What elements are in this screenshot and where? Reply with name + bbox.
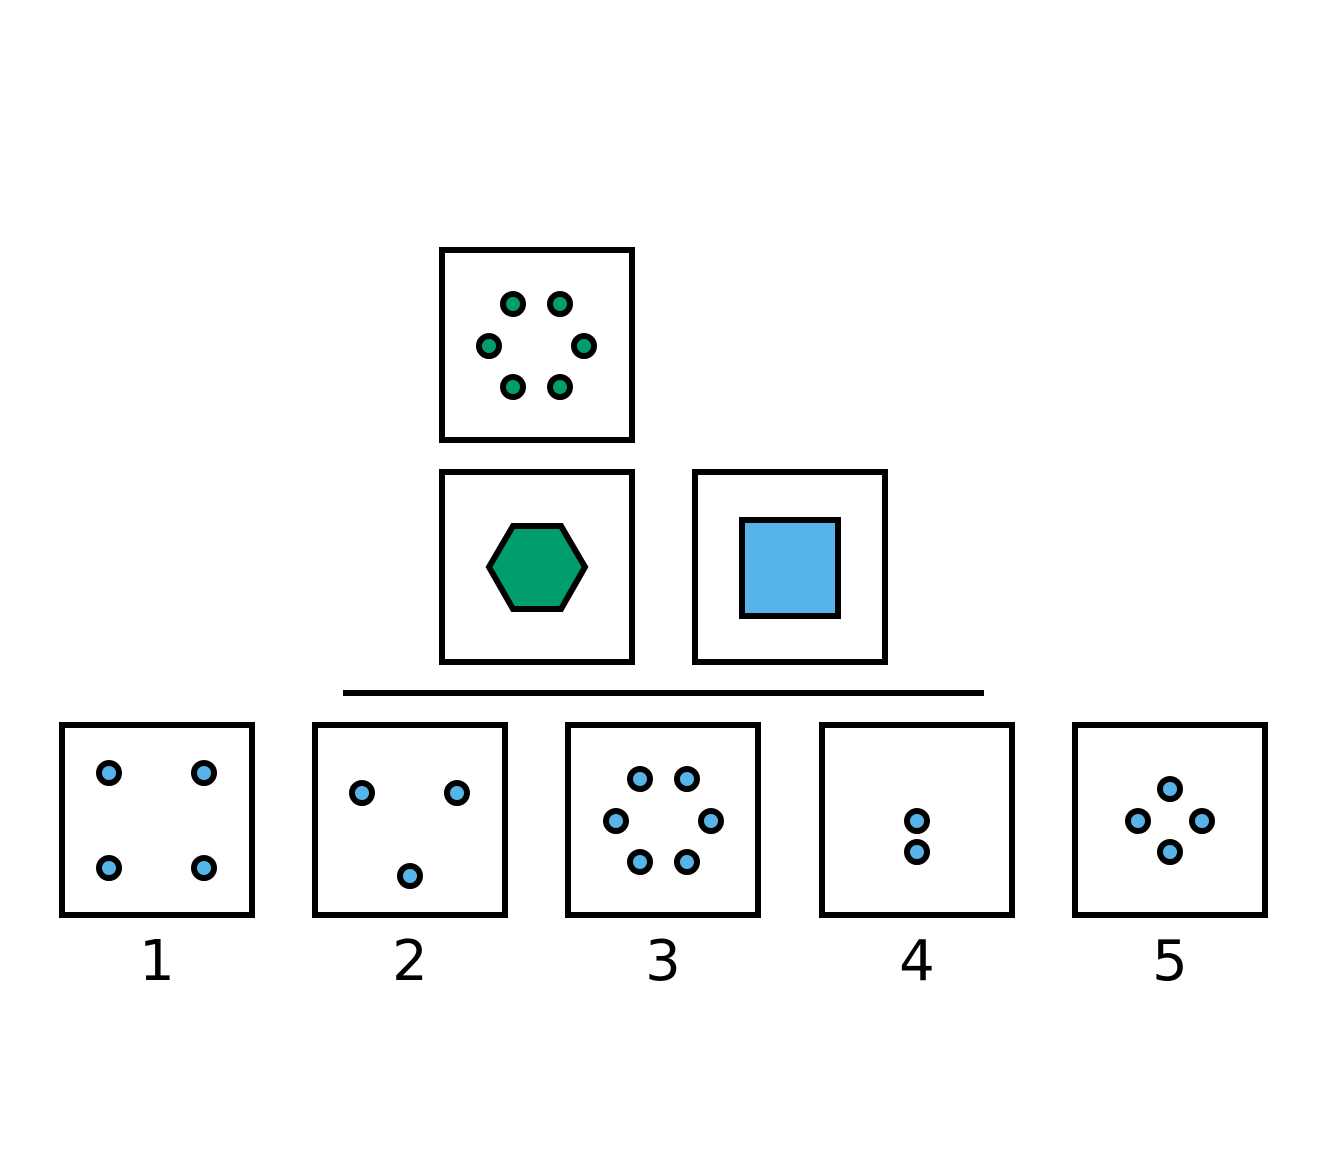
blue-square-shape (739, 517, 841, 619)
blue-dot (1157, 776, 1183, 802)
option-4-dots (904, 808, 930, 865)
option-1-box[interactable] (59, 722, 255, 918)
option-2-box[interactable] (312, 722, 508, 918)
green-dot (547, 374, 573, 400)
option-1[interactable]: 1 (59, 722, 255, 994)
green-dot (547, 291, 573, 317)
green-dot-group (476, 291, 597, 400)
option-2-label: 2 (392, 929, 428, 994)
option-3[interactable]: 3 (565, 722, 761, 994)
blue-dot (674, 849, 700, 875)
option-3-box[interactable] (565, 722, 761, 918)
option-5[interactable]: 5 (1072, 722, 1268, 994)
green-dot (500, 291, 526, 317)
option-1-label: 1 (139, 929, 175, 994)
blue-dot (191, 855, 217, 881)
example-hexagon-panel (439, 469, 635, 665)
option-3-label: 3 (645, 929, 681, 994)
option-4[interactable]: 4 (819, 722, 1015, 994)
blue-dot (349, 780, 375, 806)
example-top-panel (439, 247, 635, 443)
green-dot (476, 333, 502, 359)
blue-dot (904, 808, 930, 834)
blue-dot (1125, 808, 1151, 834)
blue-dot (627, 849, 653, 875)
example-square-panel (692, 469, 888, 665)
blue-dot (904, 839, 930, 865)
blue-dot (96, 760, 122, 786)
blue-dot (444, 780, 470, 806)
blue-dot (1189, 808, 1215, 834)
option-2[interactable]: 2 (312, 722, 508, 994)
example-top-box (439, 247, 635, 443)
green-dot (500, 374, 526, 400)
option-5-dots (1125, 776, 1215, 865)
option-1-dots (96, 760, 217, 881)
green-dot (571, 333, 597, 359)
option-4-label: 4 (899, 929, 935, 994)
blue-dot (397, 863, 423, 889)
blue-dot (96, 855, 122, 881)
blue-dot (698, 808, 724, 834)
blue-dot (1157, 839, 1183, 865)
blue-dot (674, 766, 700, 792)
green-hexagon-shape (485, 523, 589, 612)
blue-dot (627, 766, 653, 792)
option-3-dots (603, 766, 724, 875)
option-2-dots (349, 780, 470, 889)
blue-dot (603, 808, 629, 834)
option-5-label: 5 (1152, 929, 1188, 994)
blue-dot (191, 760, 217, 786)
option-5-box[interactable] (1072, 722, 1268, 918)
